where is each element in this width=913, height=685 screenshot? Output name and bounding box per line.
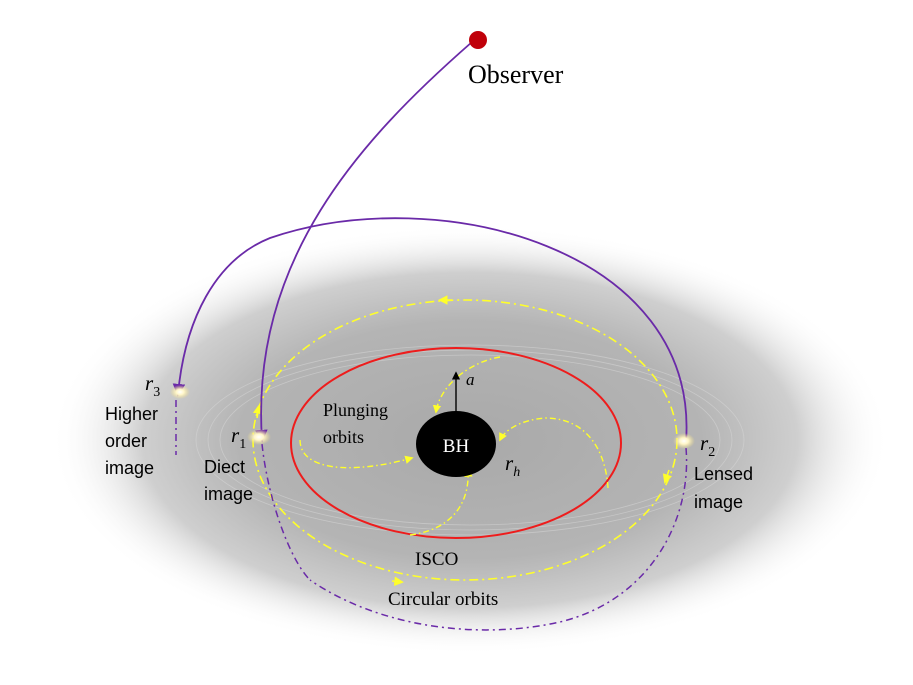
r1-main: r — [231, 423, 240, 447]
disk-ring-texture — [195, 344, 745, 536]
direct-image-label: Diect image — [204, 457, 253, 504]
r1-sub: 1 — [239, 437, 246, 452]
isco-ring — [290, 347, 622, 539]
photon-path-lensed-lower — [309, 447, 688, 631]
higher-order-label: Higher order image — [105, 404, 163, 478]
bh-label: BH — [443, 436, 470, 457]
horizon-label: rh — [505, 451, 520, 480]
hot-spot-direct — [247, 429, 271, 445]
observer-label: Observer — [468, 60, 564, 89]
hot-spot-higher-order — [170, 385, 190, 399]
r3-label: r3 — [145, 371, 160, 400]
r2-sub: 2 — [708, 445, 715, 460]
direct-line-1: Diect — [204, 457, 245, 477]
photon-path-direct — [255, 41, 473, 443]
horizon-label-main: r — [505, 451, 514, 475]
lensed-line-1: Lensed — [694, 464, 753, 484]
plunging-line-1: Plunging — [323, 400, 388, 420]
circular-orbits-label: Circular orbits — [388, 589, 498, 610]
plunging-orbits-label: Plunging orbits — [323, 400, 393, 447]
photon-path-direct-behind — [261, 443, 311, 581]
r3-sub: 3 — [153, 385, 160, 400]
black-hole — [416, 411, 496, 477]
r2-label: r2 — [700, 431, 715, 460]
circular-orbit-arrow-left — [253, 404, 263, 419]
hot-spot-lensed — [673, 433, 695, 449]
isco-label: ISCO — [415, 549, 458, 570]
direct-line-2: image — [204, 484, 253, 504]
observer-dot — [469, 31, 487, 49]
r1-label: r1 — [231, 423, 246, 452]
photon-path-lensed-arc — [172, 217, 688, 443]
circular-orbit-arrow-right — [662, 469, 672, 484]
spin-label: a — [466, 370, 475, 389]
r2-main: r — [700, 431, 709, 455]
horizon-label-sub: h — [513, 465, 520, 480]
higher-line-1: Higher — [105, 404, 158, 424]
higher-line-3: image — [105, 458, 154, 478]
lensed-image-label: Lensed image — [694, 464, 758, 512]
r3-main: r — [145, 371, 154, 395]
circular-orbit-arrow-bottom — [391, 576, 404, 587]
plunging-line-2: orbits — [323, 427, 364, 447]
higher-line-2: order — [105, 431, 147, 451]
lensed-line-2: image — [694, 492, 743, 512]
